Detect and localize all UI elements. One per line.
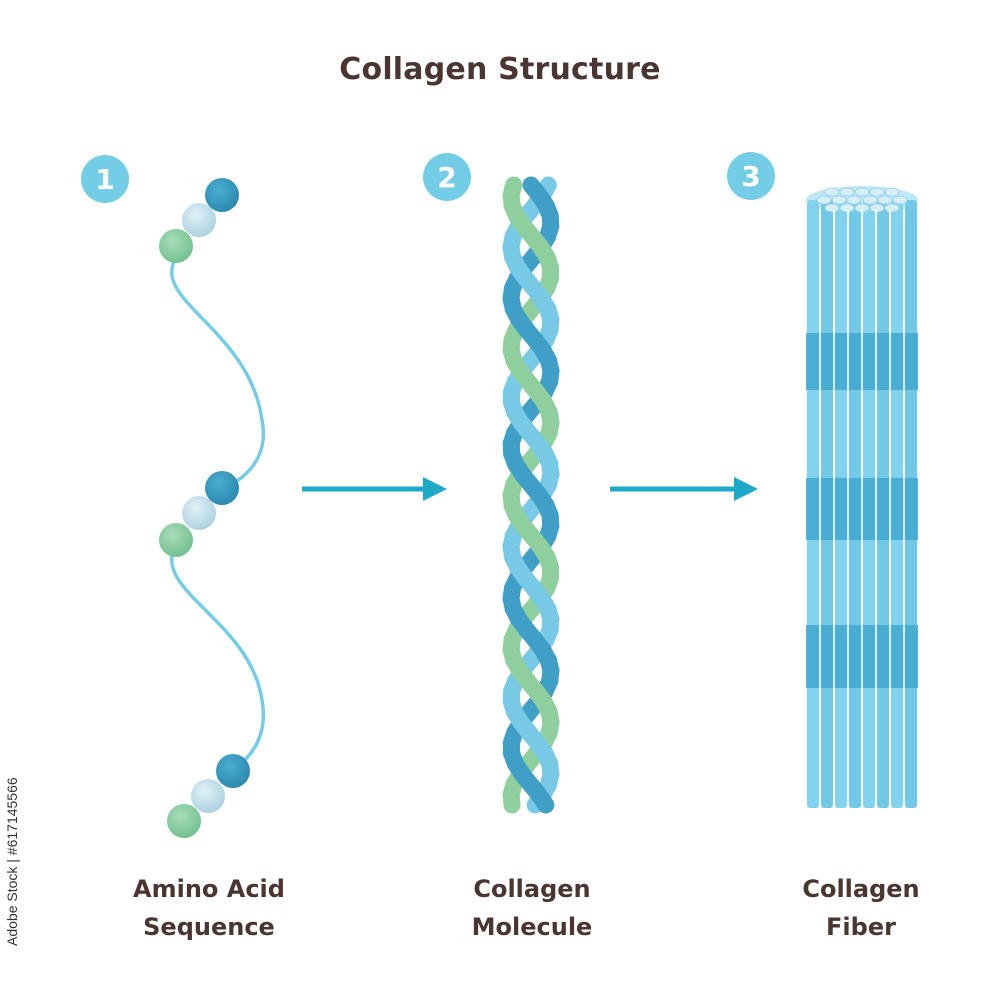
label-line: Molecule bbox=[471, 913, 593, 941]
amino-acid-chain bbox=[159, 178, 266, 838]
collagen-triple-helix bbox=[502, 176, 560, 814]
amino-acid-bead bbox=[205, 178, 239, 212]
amino-acid-bead bbox=[216, 754, 250, 788]
label-collagen-fiber: Collagen Fiber bbox=[731, 870, 991, 946]
helix-strand-segment bbox=[522, 176, 548, 204]
fibril-end bbox=[824, 187, 840, 197]
amino-acid-bead bbox=[167, 804, 201, 838]
stock-image-id: Adobe Stock | #617145566 bbox=[4, 777, 20, 946]
helix-strand-segment bbox=[519, 672, 545, 700]
helix-strand-segment bbox=[518, 321, 544, 349]
label-line: Amino Acid bbox=[133, 875, 285, 903]
step-badge-1: 1 bbox=[81, 155, 129, 203]
fibril-end bbox=[839, 187, 855, 197]
fibril-end bbox=[839, 203, 855, 213]
chain-strand bbox=[169, 543, 266, 772]
arrow-1 bbox=[302, 477, 447, 501]
fibril-end bbox=[824, 203, 840, 213]
helix-strand-segment bbox=[515, 517, 541, 545]
helix-strand-segment bbox=[516, 569, 542, 597]
label-line: Sequence bbox=[143, 913, 275, 941]
helix-strand-segment bbox=[522, 476, 548, 504]
label-line: Collagen bbox=[802, 875, 920, 903]
helix-strand-segment bbox=[515, 217, 541, 246]
amino-acid-bead bbox=[159, 523, 193, 557]
fibril-end bbox=[877, 195, 893, 205]
fibril-end bbox=[831, 195, 847, 205]
fibril-end bbox=[869, 203, 885, 213]
helix-strand-segment bbox=[502, 786, 521, 814]
fibril-end bbox=[862, 195, 878, 205]
arrow-2 bbox=[610, 477, 758, 501]
helix-strand-segment bbox=[519, 372, 546, 401]
amino-acid-bead bbox=[159, 229, 193, 263]
collagen-fiber-bundle bbox=[806, 186, 918, 808]
amino-acid-bead bbox=[182, 203, 216, 237]
chain-strand bbox=[169, 256, 266, 494]
fibril-end bbox=[892, 195, 908, 205]
helix-strand-segment bbox=[520, 724, 547, 752]
step-badge-3: 3 bbox=[727, 152, 775, 200]
helix-strand-segment bbox=[520, 424, 547, 452]
fibril-end bbox=[846, 195, 862, 205]
amino-acid-bead bbox=[191, 779, 225, 813]
step-badge-2: 2 bbox=[423, 153, 471, 201]
helix-strand-segment bbox=[516, 269, 543, 297]
label-line: Collagen bbox=[473, 875, 591, 903]
helix-strand-segment bbox=[521, 775, 548, 804]
label-amino-acid-sequence: Amino Acid Sequence bbox=[79, 870, 339, 946]
amino-acid-bead bbox=[205, 471, 239, 505]
fibril-end bbox=[884, 187, 900, 197]
label-collagen-molecule: Collagen Molecule bbox=[402, 870, 662, 946]
amino-acid-bead bbox=[182, 496, 216, 530]
helix-strand-segment bbox=[517, 620, 544, 649]
fibril-end bbox=[884, 203, 900, 213]
diagram-title: Collagen Structure bbox=[339, 52, 661, 87]
label-line: Fiber bbox=[826, 913, 896, 941]
fibril-end bbox=[816, 195, 832, 205]
fibril-end bbox=[869, 187, 885, 197]
fibril-end bbox=[854, 187, 870, 197]
